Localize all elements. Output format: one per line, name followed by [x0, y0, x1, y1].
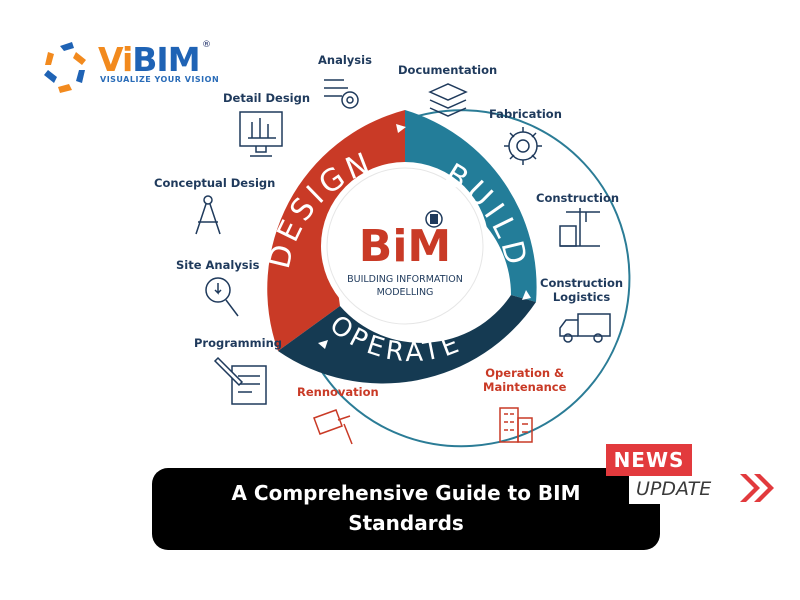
news-text: NEWS: [613, 448, 685, 472]
crane-icon: [559, 208, 600, 247]
center-line1: BUILDING INFORMATION: [347, 274, 463, 285]
center-line2: MODELLING: [377, 287, 434, 298]
stage-label-site-analysis: Site Analysis: [176, 258, 260, 272]
document-pen-icon: [213, 356, 267, 405]
gear-icon: [504, 127, 542, 165]
registered-mark: ®: [202, 40, 211, 50]
stage-label-documentation: Documentation: [398, 63, 498, 77]
stage-label-programming: Programming: [194, 336, 282, 350]
logo-wordmark: ViBIM: [98, 40, 201, 79]
stage-label-fabrication: Fabrication: [489, 107, 562, 121]
stage-label-detail-design: Detail Design: [223, 91, 311, 105]
center-title: BiM: [359, 221, 451, 272]
build-arrow: [522, 290, 531, 300]
logo-hexagon-icon: [44, 42, 86, 93]
logo-tagline: VISUALIZE YOUR VISION: [100, 75, 220, 84]
update-text: UPDATE: [636, 478, 712, 500]
stage-label-operation-maintenance: Operation &Maintenance: [483, 366, 567, 394]
double-chevron-icon: [740, 474, 774, 502]
update-badge-box: [629, 474, 744, 504]
operate-segment: [278, 295, 536, 384]
operate-arrow: [318, 340, 328, 349]
gear-layers-icon: [324, 79, 359, 109]
layers-icon: [428, 83, 468, 117]
magnifier-icon: [205, 277, 239, 317]
paint-brush-icon: [313, 409, 353, 445]
compass-icon: [195, 195, 221, 235]
stage-label-conceptual-design: Conceptual Design: [154, 176, 276, 190]
center-building-icon: [425, 210, 443, 228]
news-badge-box: [606, 444, 692, 476]
design-arrow: [396, 124, 406, 133]
stage-label-rennovation: Rennovation: [297, 385, 379, 399]
outer-cycle-arc: [311, 109, 631, 448]
stage-label-construction: Construction: [536, 191, 620, 205]
building-icon: [499, 407, 533, 443]
truck-icon: [559, 313, 611, 343]
stage-label-analysis: Analysis: [318, 53, 372, 67]
vibim-logo-mark: [44, 42, 86, 93]
center-circle: [321, 162, 489, 330]
title-banner: [152, 468, 660, 550]
monitor-icon: [239, 111, 283, 157]
